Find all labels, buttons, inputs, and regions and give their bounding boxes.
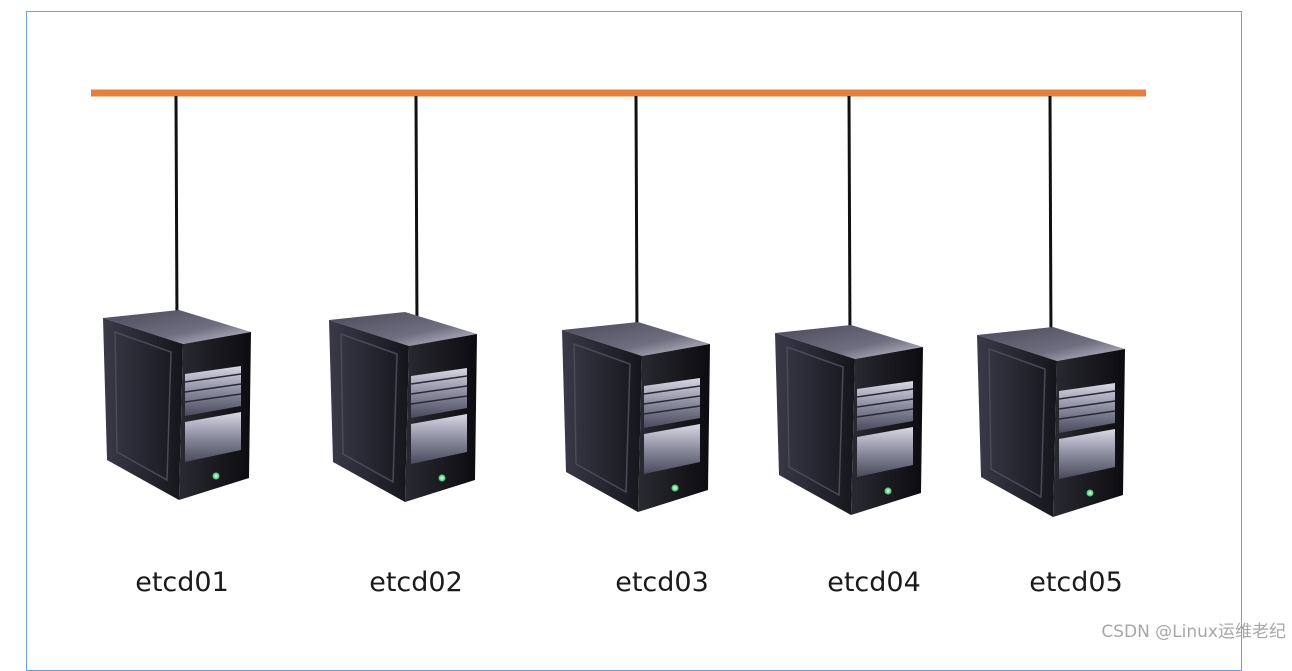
watermark-text: CSDN @Linux运维老纪: [1101, 622, 1286, 642]
node-label-etcd01: etcd01: [135, 567, 229, 598]
node-link-5: [1048, 95, 1053, 346]
server-icon: [103, 310, 251, 500]
server-icon: [775, 325, 923, 515]
etcd-cluster-diagram: [91, 89, 1146, 517]
node-link-2: [414, 95, 419, 331]
server-icon: [329, 312, 477, 502]
node-link-3: [634, 95, 639, 341]
node-link-4: [847, 95, 852, 344]
node-label-etcd04: etcd04: [827, 567, 921, 598]
server-icon: [977, 327, 1125, 517]
node-link-1: [174, 95, 179, 329]
server-icon: [562, 322, 710, 512]
node-label-etcd02: etcd02: [369, 567, 463, 598]
node-label-etcd05: etcd05: [1029, 567, 1123, 598]
node-label-etcd03: etcd03: [615, 567, 709, 598]
